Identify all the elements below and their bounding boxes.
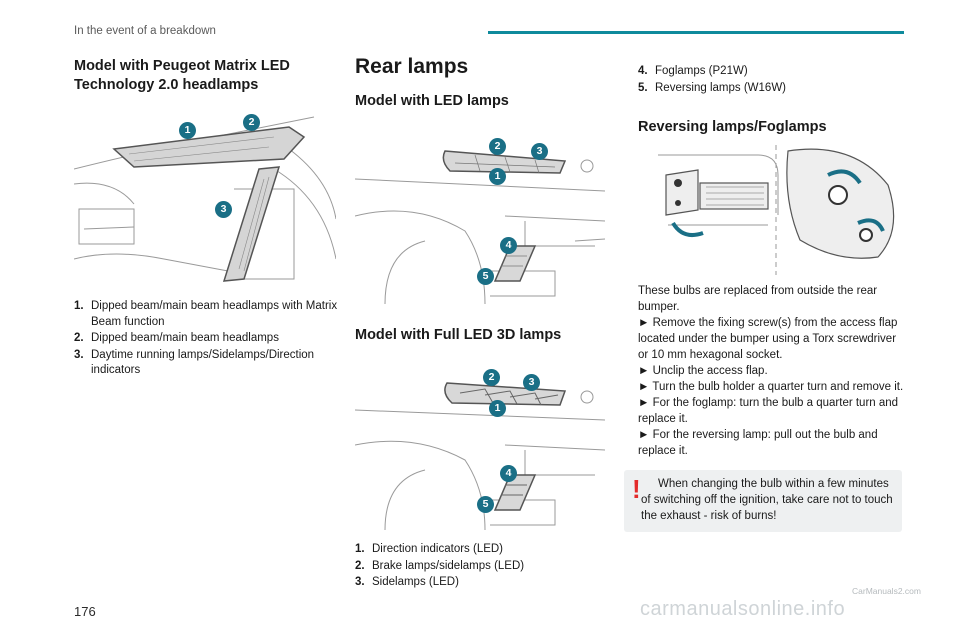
callout-badge-2: 2 bbox=[489, 138, 506, 155]
header-accent-bar bbox=[488, 31, 904, 34]
led-rear-lamp-illustration: 2 3 1 4 5 bbox=[355, 121, 605, 304]
callout-badge-1: 1 bbox=[489, 168, 506, 185]
burn-warning-box: ! When changing the bulb within a few mi… bbox=[624, 470, 902, 532]
footer-watermark: carmanualsonline.info bbox=[640, 598, 846, 620]
list-item: 4.Foglamps (P21W) bbox=[638, 65, 748, 77]
reversing-foglamps-heading: Reversing lamps/Foglamps bbox=[638, 119, 827, 135]
instruction-paragraph: ► Unclip the access flap. bbox=[638, 365, 768, 377]
led-rear-lamp-drawing bbox=[355, 150, 605, 304]
warning-text: When changing the bulb within a few minu… bbox=[641, 478, 893, 522]
callout-badge-1: 1 bbox=[489, 400, 506, 417]
headlamps-heading: Model with Peugeot Matrix LED Technology… bbox=[74, 58, 290, 93]
rear-lamps-list-continued: 4.Foglamps (P21W) 5.Reversing lamps (W16… bbox=[638, 64, 904, 96]
headlamps-list: 1.Dipped beam/main beam headlamps with M… bbox=[74, 299, 342, 379]
list-item: 2.Brake lamps/sidelamps (LED) bbox=[355, 559, 525, 572]
bulb-replacement-illustration bbox=[638, 145, 900, 275]
headlamp-illustration: 1 2 3 bbox=[74, 109, 336, 289]
callout-badge-3: 3 bbox=[215, 201, 232, 218]
list-item: 3.Sidelamps (LED) bbox=[355, 576, 459, 588]
callout-badge-3: 3 bbox=[523, 374, 540, 391]
led-lamps-heading: Model with LED lamps bbox=[355, 93, 509, 109]
bulb-replacement-drawing bbox=[658, 145, 895, 275]
callout-badge-4: 4 bbox=[500, 237, 517, 254]
full-led-3d-illustration: 2 3 1 4 5 bbox=[355, 355, 605, 530]
instruction-paragraph: These bulbs are replaced from outside th… bbox=[638, 285, 878, 313]
rear-lamps-column: Rear lamps Model with LED lamps bbox=[355, 54, 605, 592]
list-item: 1.Direction indicators (LED) bbox=[355, 543, 504, 555]
list-item: 2.Dipped beam/main beam headlamps bbox=[74, 332, 279, 344]
callout-badge-5: 5 bbox=[477, 268, 494, 285]
callout-badge-1: 1 bbox=[179, 122, 196, 139]
instruction-paragraph: ► For the reversing lamp: pull out the b… bbox=[638, 429, 878, 457]
full-led-3d-heading: Model with Full LED 3D lamps bbox=[355, 327, 562, 343]
instruction-paragraph: ► Turn the bulb holder a quarter turn an… bbox=[638, 381, 904, 393]
instruction-paragraph: ► Remove the fixing screw(s) from the ac… bbox=[638, 317, 898, 361]
section-title: In the event of a breakdown bbox=[74, 25, 216, 37]
full-led-3d-drawing bbox=[355, 382, 605, 530]
headlamp-drawing bbox=[74, 116, 336, 282]
instructions-text: These bulbs are replaced from outside th… bbox=[638, 283, 904, 459]
warning-icon: ! bbox=[632, 474, 641, 504]
instruction-paragraph: ► For the foglamp: turn the bulb a quart… bbox=[638, 397, 899, 425]
page-number: 176 bbox=[74, 604, 96, 619]
headlamps-column: Model with Peugeot Matrix LED Technology… bbox=[74, 54, 342, 380]
reversing-foglamps-column: 4.Foglamps (P21W) 5.Reversing lamps (W16… bbox=[638, 54, 904, 459]
list-item: 5.Reversing lamps (W16W) bbox=[638, 81, 786, 94]
list-item: 3.Daytime running lamps/Sidelamps/Direct… bbox=[74, 348, 315, 377]
callout-badge-3: 3 bbox=[531, 143, 548, 160]
list-item: 1.Dipped beam/main beam headlamps with M… bbox=[74, 300, 338, 328]
rear-lamps-title: Rear lamps bbox=[355, 55, 469, 78]
callout-badge-4: 4 bbox=[500, 465, 517, 482]
footer-watermark-small: CarManuals2.com bbox=[852, 586, 921, 596]
callout-badge-2: 2 bbox=[483, 369, 500, 386]
callout-badge-5: 5 bbox=[477, 496, 494, 513]
callout-badge-2: 2 bbox=[243, 114, 260, 131]
rear-lamps-list: 1.Direction indicators (LED) 2.Brake lam… bbox=[355, 542, 605, 591]
